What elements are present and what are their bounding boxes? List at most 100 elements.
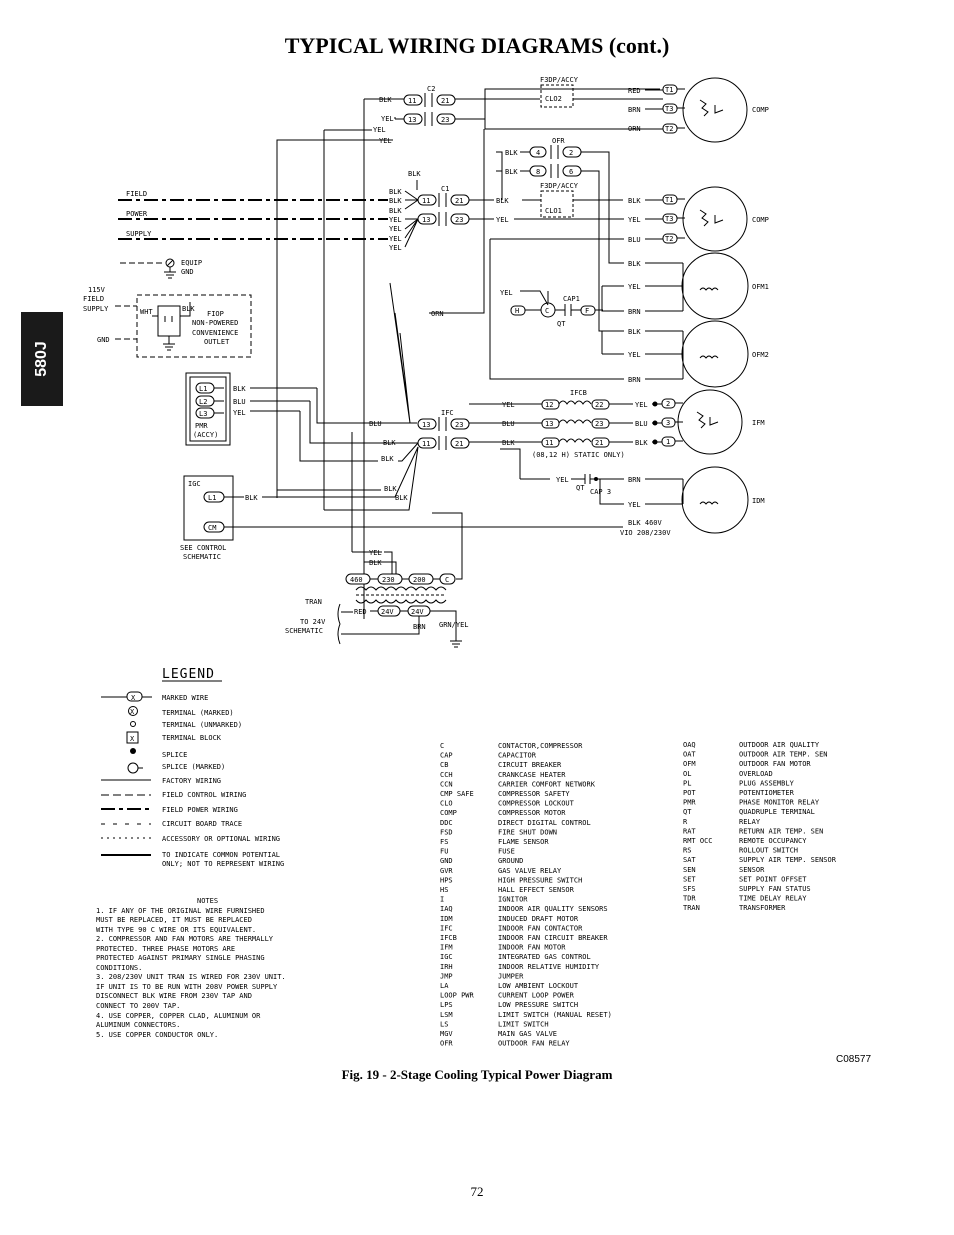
svg-text:SUPPLY: SUPPLY xyxy=(126,230,152,238)
svg-text:TRAN: TRAN xyxy=(305,598,322,606)
svg-text:24V: 24V xyxy=(411,608,424,616)
svg-text:13: 13 xyxy=(422,421,430,429)
ofm2-label: OFM2 xyxy=(752,351,769,359)
svg-text:BLK: BLK xyxy=(379,96,392,104)
ofm1-label: OFM1 xyxy=(752,283,769,291)
abbr-right-description: SET POINT OFFSET xyxy=(739,875,807,883)
c2-label: C2 xyxy=(427,85,435,93)
svg-text:F3DP/ACCY: F3DP/ACCY xyxy=(540,182,579,190)
svg-text:13: 13 xyxy=(545,420,553,428)
svg-text:ORN: ORN xyxy=(628,125,641,133)
svg-text:SPLICE (MARKED): SPLICE (MARKED) xyxy=(162,763,225,771)
svg-text:1: 1 xyxy=(666,438,670,446)
svg-text:X: X xyxy=(131,694,136,702)
ofr-relay: OFR 4 2 8 6 xyxy=(529,137,582,178)
legend: LEGEND X MARKED WIRE X TERMINAL (MARKED)… xyxy=(101,667,284,868)
svg-text:FIELD: FIELD xyxy=(126,190,147,198)
abbr-left-description: HALL EFFECT SENSOR xyxy=(498,886,575,894)
notes: NOTES 1. IF ANY OF THE ORIGINAL WIRE FUR… xyxy=(96,897,286,1039)
svg-text:22: 22 xyxy=(595,401,603,409)
abbr-left-description: INDOOR RELATIVE HUMIDITY xyxy=(498,963,600,971)
svg-text:QT: QT xyxy=(576,484,585,492)
svg-text:T2: T2 xyxy=(665,125,673,133)
abbr-right-code: PL xyxy=(683,779,691,787)
abbr-right-code: QT xyxy=(683,808,692,816)
abbr-left-description: INDOOR FAN CONTACTOR xyxy=(498,924,583,932)
svg-text:ORN: ORN xyxy=(431,310,444,318)
svg-text:11: 11 xyxy=(422,197,430,205)
abbr-right-description: SUPPLY AIR TEMP. SENSOR xyxy=(739,856,837,864)
svg-text:YEL: YEL xyxy=(233,409,246,417)
svg-text:BLK 460V: BLK 460V xyxy=(628,519,663,527)
abbr-left-code: IDM xyxy=(440,915,453,923)
clo2-box: F3DP/ACCY CLO2 xyxy=(540,76,579,108)
abbr-right-code: OL xyxy=(683,770,691,778)
svg-text:3. 208/230V UNIT TRAN IS WIRED: 3. 208/230V UNIT TRAN IS WIRED FOR 230V … xyxy=(96,973,286,981)
abbr-right-description: TRANSFORMER xyxy=(739,904,786,912)
svg-text:BLK: BLK xyxy=(389,197,402,205)
abbr-left-code: HPS xyxy=(440,876,453,884)
abbr-right-description: TIME DELAY RELAY xyxy=(739,895,807,903)
svg-text:MUST BE REPLACED, IT MUST BE R: MUST BE REPLACED, IT MUST BE REPLACED xyxy=(96,916,252,924)
svg-text:12: 12 xyxy=(545,401,553,409)
svg-text:BLK: BLK xyxy=(628,260,641,268)
abbr-left-description: INTEGRATED GAS CONTROL xyxy=(498,953,591,961)
svg-text:PROTECTED AGAINST PRIMARY SING: PROTECTED AGAINST PRIMARY SINGLE PHASING xyxy=(96,954,265,962)
abbr-right-code: SAT xyxy=(683,856,696,864)
svg-text:11: 11 xyxy=(422,440,430,448)
svg-text:ALUMINUM CONNECTORS.: ALUMINUM CONNECTORS. xyxy=(96,1021,180,1029)
abbr-left-code: IFCB xyxy=(440,934,457,942)
abbr-left-code: FU xyxy=(440,848,448,856)
abbr-right-description: SUPPLY FAN STATUS xyxy=(739,885,811,893)
svg-text:IF UNIT IS TO BE RUN WITH 208V: IF UNIT IS TO BE RUN WITH 208V POWER SUP… xyxy=(96,983,278,991)
svg-text:460: 460 xyxy=(350,576,363,584)
svg-text:11: 11 xyxy=(408,97,416,105)
abbr-right-code: OAT xyxy=(683,751,696,759)
svg-text:NON-POWERED: NON-POWERED xyxy=(192,319,238,327)
svg-text:YEL: YEL xyxy=(369,549,382,557)
svg-text:ACCESSORY OR OPTIONAL WIRING: ACCESSORY OR OPTIONAL WIRING xyxy=(162,835,280,843)
abbr-left-description: COMPRESSOR SAFETY xyxy=(498,790,570,798)
abbr-right-code: SFS xyxy=(683,885,696,893)
abbr-left-code: CCN xyxy=(440,780,453,788)
svg-text:YEL: YEL xyxy=(496,216,509,224)
svg-text:IFC: IFC xyxy=(441,409,454,417)
svg-text:QT: QT xyxy=(557,320,566,328)
svg-text:BLU: BLU xyxy=(635,420,648,428)
abbr-left-code: GVR xyxy=(440,867,453,875)
svg-text:YEL: YEL xyxy=(373,126,386,134)
svg-text:BLK: BLK xyxy=(384,485,397,493)
svg-text:TERMINAL (UNMARKED): TERMINAL (UNMARKED) xyxy=(162,721,242,729)
svg-text:VIO 208/230V: VIO 208/230V xyxy=(620,529,671,537)
abbr-left-description: LIMIT SWITCH (MANUAL RESET) xyxy=(498,1011,612,1019)
svg-text:230: 230 xyxy=(382,576,395,584)
svg-text:YEL: YEL xyxy=(628,501,641,509)
abbr-left-description: FUSE xyxy=(498,848,515,856)
ifcb-breaker: IFCB 12 22 13 23 11 21 xyxy=(541,389,610,448)
abbr-right-description: POTENTIOMETER xyxy=(739,789,795,797)
svg-text:1. IF ANY OF THE ORIGINAL WIRE: 1. IF ANY OF THE ORIGINAL WIRE FURNISHED xyxy=(96,907,265,915)
svg-text:BRN: BRN xyxy=(628,308,641,316)
abbr-left-description: CIRCUIT BREAKER xyxy=(498,761,562,769)
svg-text:BLK: BLK xyxy=(369,559,382,567)
svg-text:YEL: YEL xyxy=(389,244,402,252)
svg-text:MARKED WIRE: MARKED WIRE xyxy=(162,694,208,702)
svg-text:2. COMPRESSOR AND FAN MOTORS A: 2. COMPRESSOR AND FAN MOTORS ARE THERMAL… xyxy=(96,935,274,943)
abbr-left-code: HS xyxy=(440,886,448,894)
abbr-right-code: R xyxy=(683,818,688,826)
svg-text:CLO2: CLO2 xyxy=(545,95,562,103)
abbr-left-description: INDUCED DRAFT MOTOR xyxy=(498,915,579,923)
svg-text:GND: GND xyxy=(97,336,110,344)
svg-text:BLK: BLK xyxy=(502,439,515,447)
svg-text:FIELD CONTROL WIRING: FIELD CONTROL WIRING xyxy=(162,791,246,799)
abbr-left-code: OFR xyxy=(440,1040,453,1048)
svg-text:BLK: BLK xyxy=(395,494,408,502)
abbr-left-description: FIRE SHUT DOWN xyxy=(498,828,557,836)
idm-motor: IDM xyxy=(681,466,765,534)
svg-text:X: X xyxy=(130,735,135,743)
svg-text:BLK: BLK xyxy=(505,149,518,157)
svg-text:WITH TYPE 90 C WIRE OR ITS EQU: WITH TYPE 90 C WIRE OR ITS EQUIVALENT. xyxy=(96,926,256,934)
svg-text:BLK: BLK xyxy=(628,328,641,336)
abbr-left-code: FS xyxy=(440,838,448,846)
